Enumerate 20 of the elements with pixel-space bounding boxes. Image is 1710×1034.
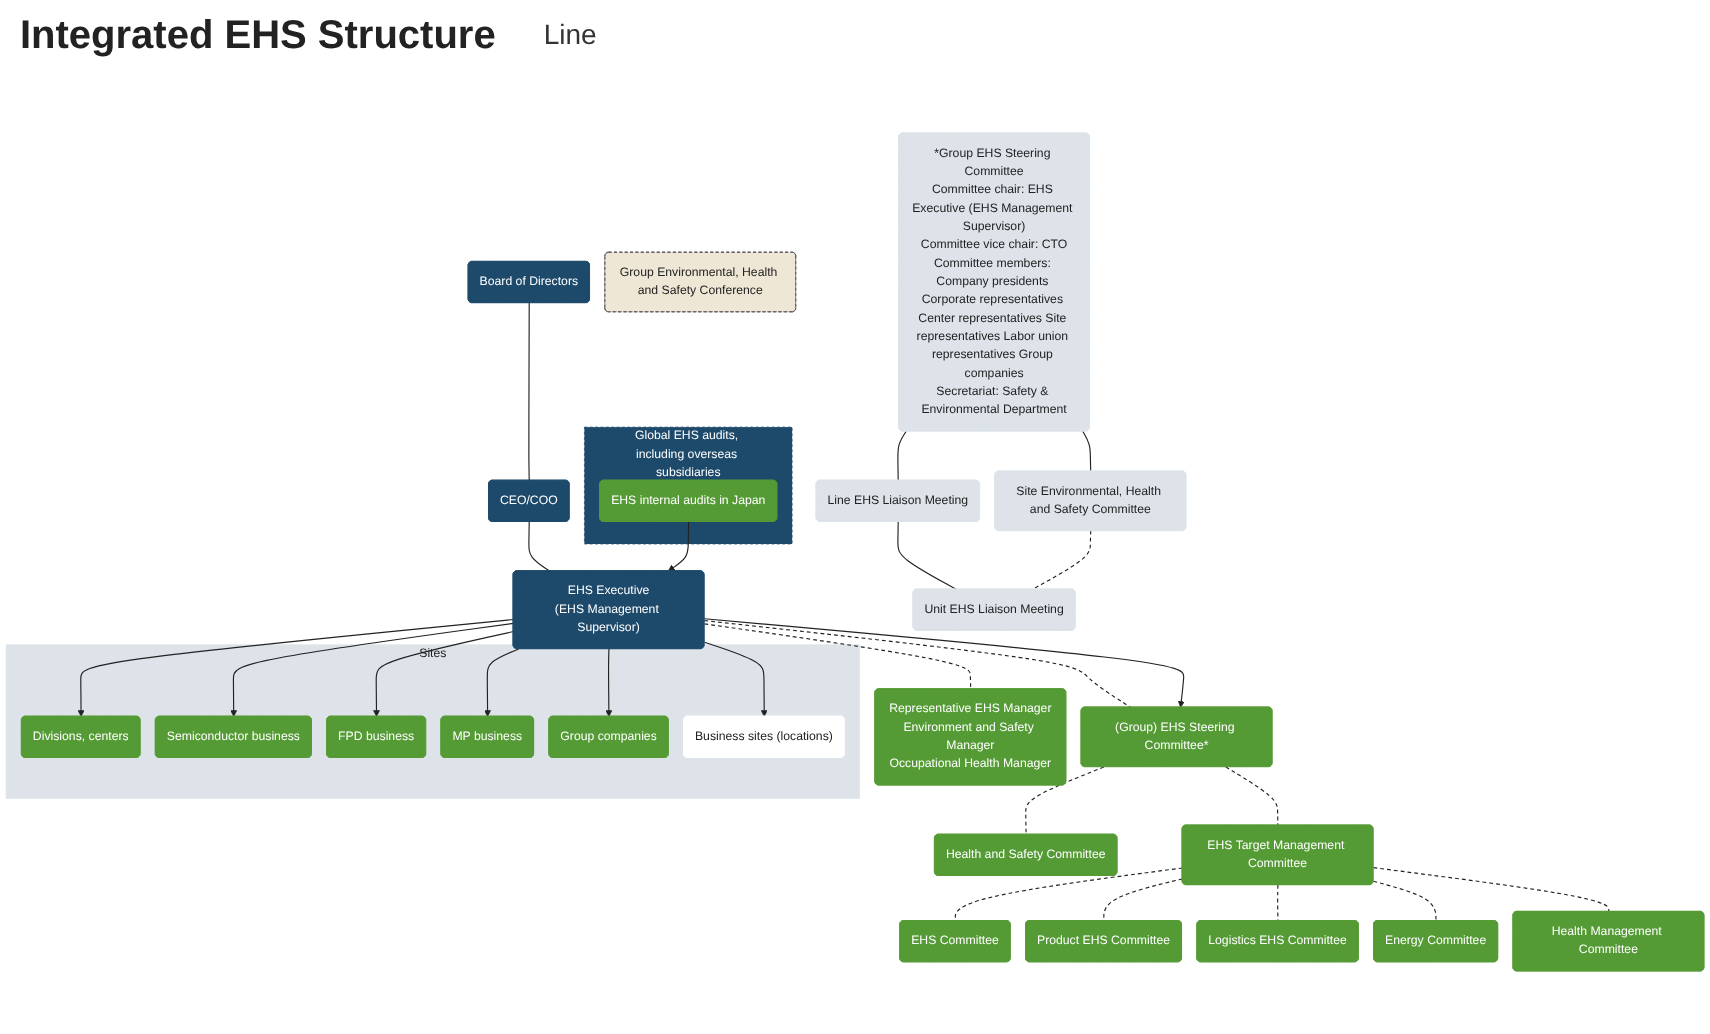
connector (528, 521, 551, 572)
connector (1082, 430, 1092, 472)
arrow (77, 618, 515, 717)
arrow (484, 648, 520, 717)
arrow (230, 622, 515, 717)
arrow (373, 630, 515, 717)
connector (897, 430, 907, 482)
connector (1225, 766, 1279, 826)
connector (1372, 867, 1610, 913)
arrow (703, 641, 768, 717)
arrow (667, 521, 690, 572)
connector (1372, 880, 1437, 922)
connector (1025, 766, 1105, 836)
arrow (605, 648, 613, 717)
connector (954, 867, 1184, 922)
connector (528, 302, 530, 482)
connector (1103, 878, 1184, 922)
connector (897, 521, 958, 590)
diagram-title: Integrated EHS Structure (20, 13, 496, 59)
side-label: Line (543, 18, 597, 50)
